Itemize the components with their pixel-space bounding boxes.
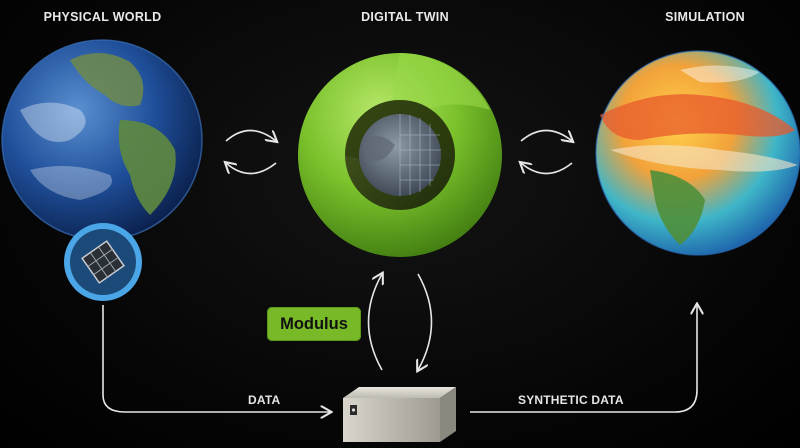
- digital-twin-ring-icon: [298, 53, 502, 257]
- data-label: DATA: [248, 393, 281, 407]
- simulation-title: SIMULATION: [665, 10, 745, 24]
- simulation-globe-icon: [595, 50, 800, 256]
- synthetic-data-label: SYNTHETIC DATA: [518, 393, 624, 407]
- physical-world-title: PHYSICAL WORLD: [43, 10, 162, 24]
- satellite-icon: [64, 223, 142, 301]
- modulus-badge: Modulus: [267, 307, 361, 341]
- digital-twin-title: DIGITAL TWIN: [361, 10, 449, 24]
- cycle-arrows-icon: [521, 129, 572, 175]
- synthetic-data-flow-arrow: [470, 305, 697, 413]
- cycle-arrows-icon: [226, 129, 276, 175]
- cycle-arrows-icon: [367, 274, 433, 370]
- earth-globe-icon: [1, 39, 203, 241]
- data-flow-arrow: [102, 305, 330, 412]
- server-box-icon: [343, 387, 456, 442]
